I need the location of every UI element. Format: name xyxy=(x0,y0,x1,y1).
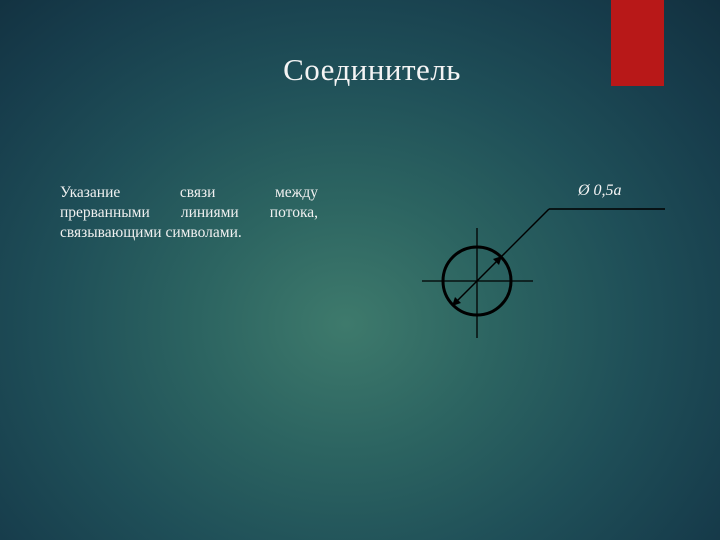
accent-bar xyxy=(611,0,664,86)
description-line-1: Указание связи между xyxy=(60,184,318,201)
slide-title: Соединитель xyxy=(283,52,461,87)
diameter-line xyxy=(451,255,503,307)
description-text: Указание связи между прерванными линиями… xyxy=(60,183,318,243)
leader-line xyxy=(501,208,550,257)
arrow-head-upper xyxy=(493,256,502,265)
description-line-3: связывающими символами. xyxy=(60,224,242,241)
description-line-2: прерванными линиями потока, xyxy=(60,204,318,221)
connector-circle xyxy=(441,245,513,317)
diameter-label: Ø 0,5a xyxy=(578,182,622,199)
arrow-head-lower xyxy=(452,297,461,306)
